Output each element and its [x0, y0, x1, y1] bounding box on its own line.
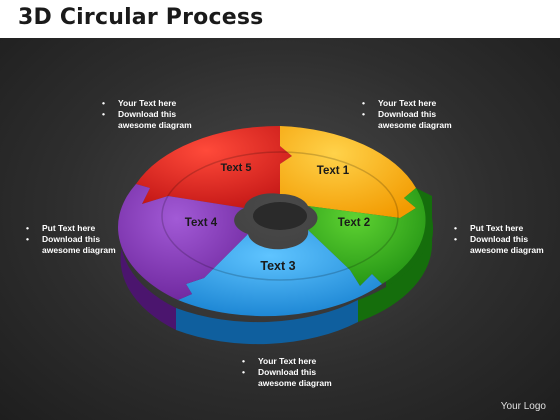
- segment-text-3: [178, 230, 382, 317]
- segment-text-4: [118, 184, 248, 300]
- note-right-bullet-2: Download this: [452, 234, 544, 245]
- diagram-stage: Text 1 Text 2 Text 3 Text 4 Text 5 Your …: [0, 38, 560, 420]
- note-left-bullet-2-cont: awesome diagram: [42, 245, 116, 255]
- segment-text-5: [136, 125, 292, 208]
- segment-text-1: [280, 126, 416, 218]
- segment-label-5: Text 5: [221, 162, 252, 174]
- note-top-left-bullet-2-cont: awesome diagram: [118, 120, 192, 130]
- segment-label-1: Text 1: [317, 165, 350, 177]
- segment-label-3: Text 3: [260, 259, 295, 273]
- note-top-left: Your Text here Download this awesome dia…: [100, 98, 192, 131]
- segment-label-4: Text 4: [185, 217, 218, 229]
- note-bottom: Your Text here Download this awesome dia…: [240, 356, 332, 389]
- ring-top-faces: [118, 125, 426, 317]
- center-hole: [253, 202, 307, 230]
- note-top-right-bullet-2-cont: awesome diagram: [378, 120, 452, 130]
- segment-text-2: [308, 188, 426, 286]
- segment-labels: Text 1 Text 2 Text 3 Text 4 Text 5: [185, 162, 370, 273]
- note-top-right: Your Text here Download this awesome dia…: [360, 98, 452, 131]
- note-left-bullet-2: Download this: [24, 234, 116, 245]
- note-right-bullet-1: Put Text here: [452, 223, 544, 234]
- title-bar: 3D Circular Process: [0, 0, 560, 38]
- segment-label-2: Text 2: [338, 217, 370, 229]
- side-wall-purple: [120, 218, 176, 330]
- note-top-right-bullet-1: Your Text here: [360, 98, 452, 109]
- circular-process-diagram: Text 1 Text 2 Text 3 Text 4 Text 5: [118, 125, 434, 345]
- note-bottom-bullet-2: Download this: [240, 367, 332, 378]
- note-top-left-bullet-2: Download this: [100, 109, 192, 120]
- note-top-right-bullet-2: Download this: [360, 109, 452, 120]
- logo-text: Your Logo: [500, 401, 546, 412]
- note-bottom-bullet-1: Your Text here: [240, 356, 332, 367]
- note-right-bullet-2-cont: awesome diagram: [470, 245, 544, 255]
- note-left: Put Text here Download this awesome diag…: [24, 223, 116, 256]
- note-top-left-bullet-1: Your Text here: [100, 98, 192, 109]
- note-bottom-bullet-2-cont: awesome diagram: [258, 378, 332, 388]
- note-left-bullet-1: Put Text here: [24, 223, 116, 234]
- page-title: 3D Circular Process: [18, 5, 264, 30]
- inner-ring-guide: [161, 151, 399, 281]
- side-wall-blue: [176, 300, 358, 345]
- note-right: Put Text here Download this awesome diag…: [452, 223, 544, 256]
- side-wall-green-2: [358, 218, 433, 322]
